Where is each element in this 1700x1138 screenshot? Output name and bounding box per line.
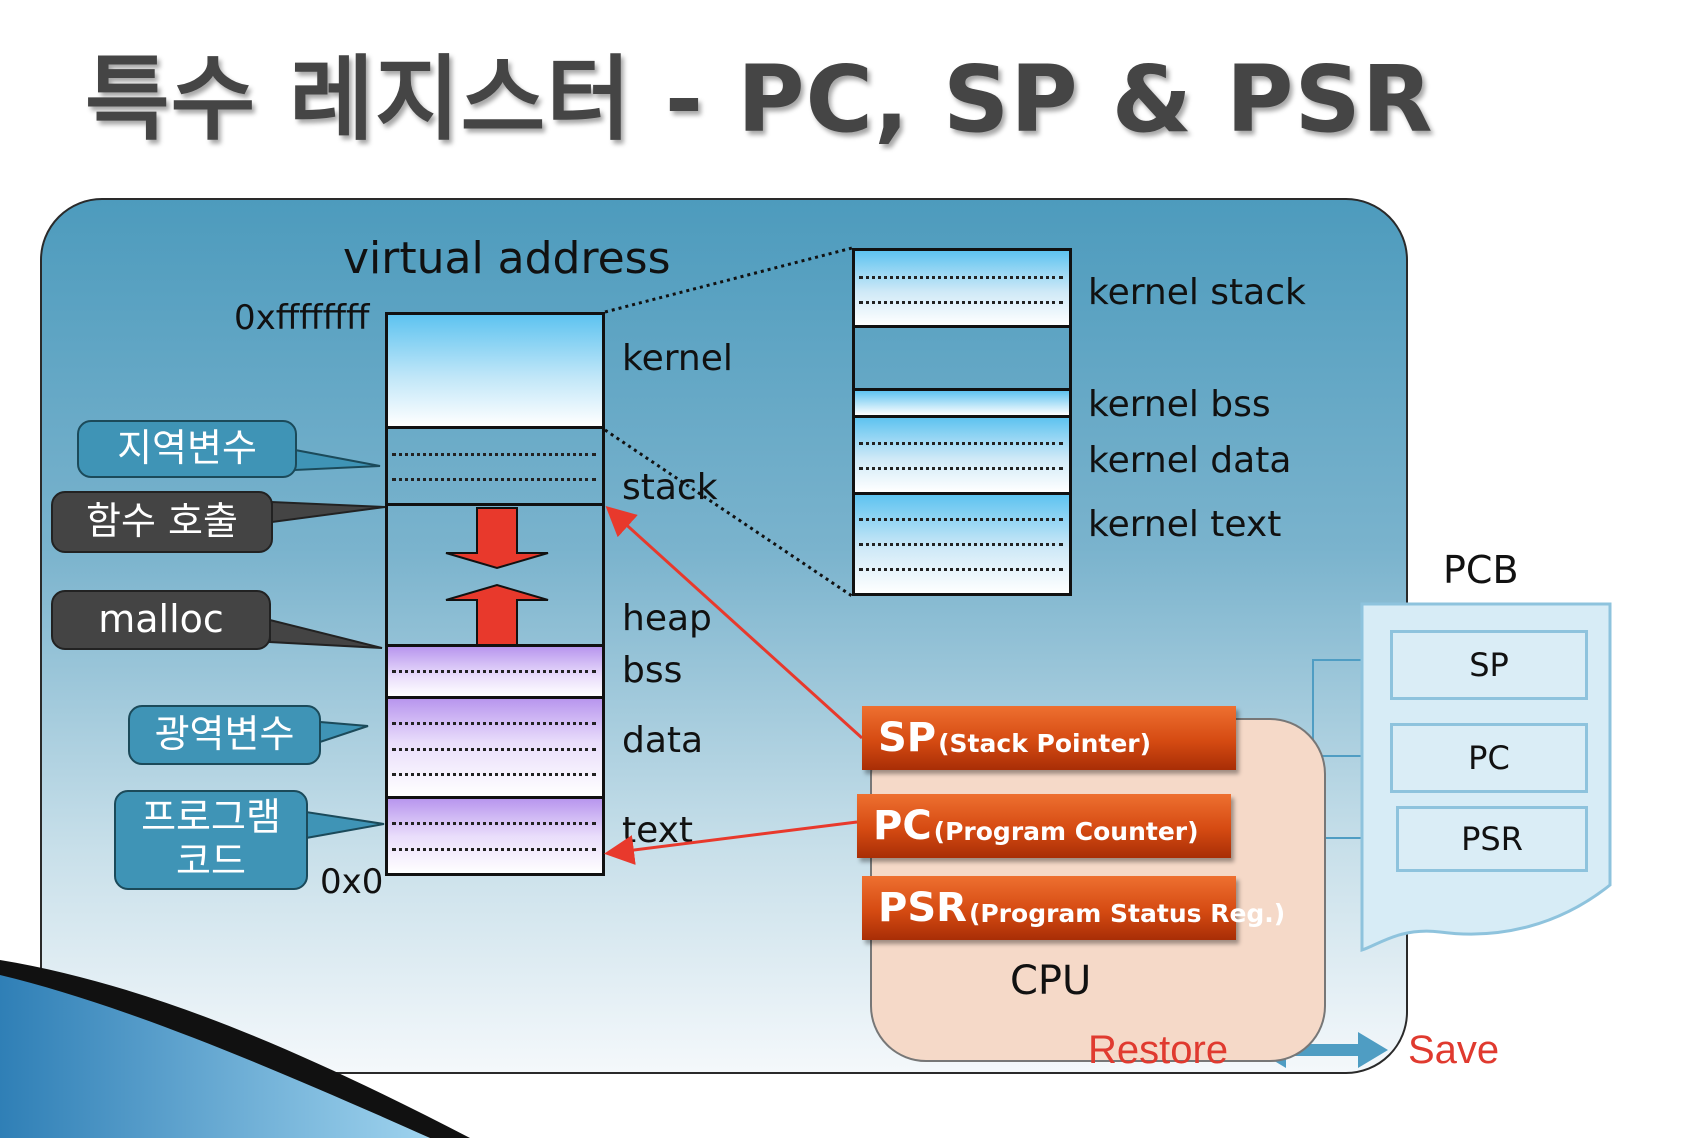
kernel-text-divider-3	[859, 568, 1063, 571]
restore-save-arrow	[1256, 1032, 1388, 1068]
pcb-pc-entry: PC	[1390, 723, 1588, 793]
pcb-label: PCB	[1443, 548, 1519, 592]
callout-local-vars: 지역변수	[77, 420, 297, 478]
kernel-bss-label: kernel bss	[1088, 384, 1271, 425]
address-top-label: 0xffffffff	[234, 298, 370, 338]
pc-register-full: (Program Counter)	[933, 816, 1199, 846]
page-title: 특수 레지스터 - PC, SP & PSR	[85, 46, 1434, 153]
heap-growth-arrow	[445, 583, 549, 646]
text-segment	[385, 796, 605, 876]
callout-func-call: 함수 호출	[51, 491, 273, 553]
zoom-line-top	[604, 246, 853, 314]
kernel-text-label: kernel text	[1088, 504, 1282, 545]
sp-register-full: (Stack Pointer)	[938, 728, 1152, 758]
pc-register: PC (Program Counter)	[857, 794, 1231, 858]
kernel-stack-label: kernel stack	[1088, 272, 1306, 313]
pcb-sp-entry: SP	[1390, 630, 1588, 700]
virtual-address-heading: virtual address	[343, 233, 671, 284]
kernel-label: kernel	[622, 338, 733, 379]
psr-register-full: (Program Status Reg.)	[968, 898, 1286, 928]
kernel-data-divider-1	[859, 442, 1063, 445]
callout-malloc-text: malloc	[98, 597, 224, 642]
data-label: data	[622, 720, 704, 761]
pcb-psr-entry: PSR	[1396, 806, 1588, 872]
save-label: Save	[1408, 1028, 1500, 1072]
pc-pointer-arrow	[604, 820, 858, 865]
kernel-stack-block	[852, 248, 1072, 328]
kernel-stack-divider-2	[859, 301, 1063, 304]
callout-program-code: 프로그램 코드	[114, 790, 308, 890]
stack-growth-arrow	[445, 507, 549, 570]
stack-divider-1	[392, 453, 596, 456]
kernel-bss-block	[852, 388, 1072, 418]
kernel-data-label: kernel data	[1088, 440, 1292, 481]
callout-func-call-text: 함수 호출	[86, 499, 238, 544]
kernel-text-divider-2	[859, 543, 1063, 546]
bss-label: bss	[622, 650, 683, 691]
restore-label: Restore	[1088, 1028, 1229, 1072]
callout-program-code-line1: 프로그램	[141, 795, 281, 840]
heap-label: heap	[622, 598, 712, 639]
sp-register-abbr: SP	[878, 715, 937, 761]
callout-local-vars-text: 지역변수	[117, 426, 257, 471]
text-divider-2	[392, 848, 596, 851]
sp-pointer-arrow	[605, 505, 864, 740]
address-bottom-label: 0x0	[320, 862, 384, 902]
kernel-stack-divider-1	[859, 276, 1063, 279]
cpu-label: CPU	[1010, 958, 1092, 1004]
stack-divider-2	[392, 478, 596, 481]
data-divider-2	[392, 748, 596, 751]
psr-register-abbr: PSR	[878, 885, 967, 931]
text-divider-1	[392, 822, 596, 825]
data-divider-3	[392, 773, 596, 776]
callout-program-code-line2: 코드	[176, 839, 246, 883]
zoom-line-bottom	[604, 428, 853, 598]
callout-global-vars-text: 광역변수	[154, 712, 295, 757]
kernel-data-divider-2	[859, 467, 1063, 470]
data-divider-1	[392, 722, 596, 725]
sp-register: SP (Stack Pointer)	[862, 706, 1236, 770]
kernel-text-divider-1	[859, 518, 1063, 521]
pc-register-abbr: PC	[873, 803, 932, 849]
psr-register: PSR (Program Status Reg.)	[862, 876, 1285, 940]
callout-global-vars: 광역변수	[128, 705, 321, 765]
callout-malloc: malloc	[51, 590, 271, 650]
bss-divider	[392, 670, 596, 673]
